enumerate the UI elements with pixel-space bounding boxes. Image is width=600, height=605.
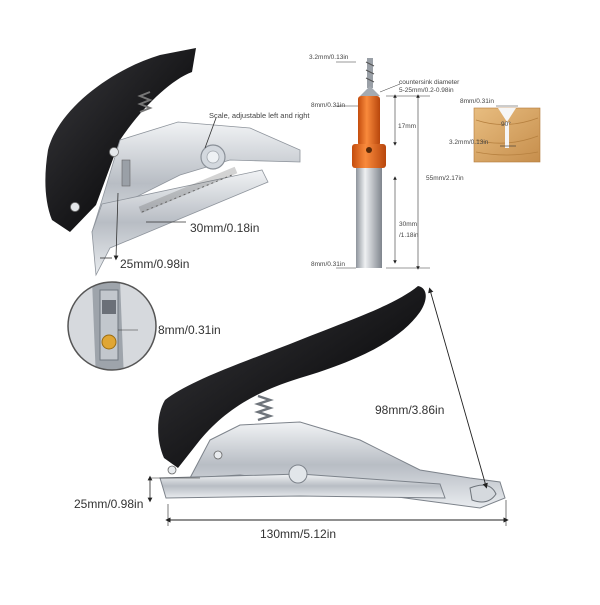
tool-depth-label: 25mm/0.98in — [74, 497, 144, 511]
bit-shank-dim: 8mm/0.31in — [311, 261, 345, 268]
closeup-punch — [45, 48, 301, 277]
closeup-width-label: 30mm/0.18in — [190, 221, 260, 235]
handle-black — [158, 286, 426, 468]
handle-closeup — [45, 48, 196, 232]
closeup-depth-label: 25mm/0.98in — [120, 257, 190, 271]
spring — [254, 394, 274, 422]
scale-note: Scale, adjustable left and right — [209, 111, 310, 120]
main-punch-tool — [147, 286, 509, 526]
wood-inset — [473, 105, 541, 163]
spring-closeup — [137, 91, 153, 113]
inset-angle: 90° — [501, 121, 511, 128]
scale-ruler — [138, 166, 238, 214]
inset-top-dim: 8mm/0.31in — [460, 98, 494, 105]
bit-collar-dim: 8mm/0.31in — [311, 102, 345, 109]
hole-diameter-label: 8mm/0.31in — [158, 323, 221, 337]
bit-top-dim: 3.2mm/0.13in — [309, 54, 349, 61]
bit-total-length: 55mm/2.17in — [426, 175, 464, 182]
shank — [356, 168, 382, 268]
hole-detail-circle — [67, 281, 157, 371]
tool-height-label: 98mm/3.86in — [375, 403, 445, 417]
collar — [358, 96, 380, 146]
bit-countersink-range: 5-25mm/0.2-0.98in — [399, 87, 454, 94]
bit-shank-length-in: /1.18in — [399, 232, 419, 239]
bit-countersink: countersink diameter — [399, 79, 460, 86]
inset-bottom-dim: 3.2mm/0.13in — [449, 139, 489, 146]
tool-length-label: 130mm/5.12in — [260, 527, 337, 541]
bit-shank-length: 30mm — [399, 221, 418, 228]
bit-collar-height: 17mm — [398, 123, 417, 130]
drill-bit — [336, 58, 541, 270]
